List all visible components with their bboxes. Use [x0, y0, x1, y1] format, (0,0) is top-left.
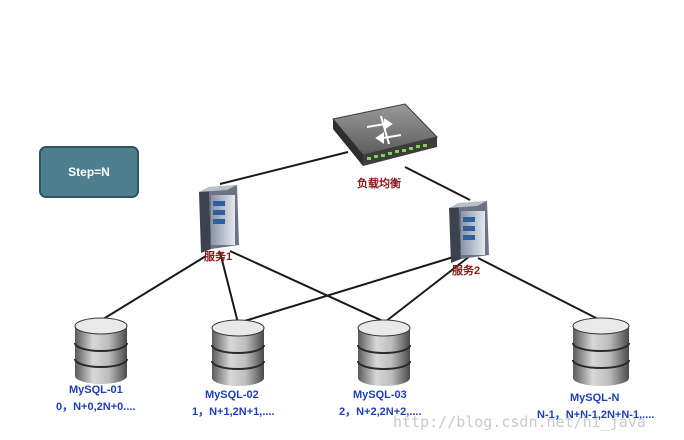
db3-sequence: 2，N+2,2N+2,.... [339, 406, 422, 418]
connectors [99, 151, 601, 324]
database-icon-3 [357, 319, 411, 386]
connector-server1-db1 [99, 255, 207, 322]
server2-label: 服务2 [452, 265, 481, 277]
server1-label: 服务1 [204, 251, 233, 263]
load-balancer-label: 负载均衡 [357, 178, 401, 190]
server-icon-2 [449, 201, 489, 263]
server-icon-1 [199, 185, 239, 253]
db2-name: MySQL-02 [205, 389, 259, 401]
watermark: http://blog.csdn.net/hi_java [393, 413, 646, 431]
db1-sequence: 0，N+0,2N+0.... [56, 401, 136, 413]
connector-server2-db2 [237, 254, 461, 324]
network-switch-icon [332, 103, 438, 166]
db1-name: MySQL-01 [69, 384, 123, 396]
database-icon-2 [211, 319, 265, 386]
db4-name: MySQL-N [570, 392, 620, 404]
db3-name: MySQL-03 [353, 389, 407, 401]
connector-lb-server2 [404, 166, 471, 201]
db2-sequence: 1，N+1,2N+1,.... [192, 406, 275, 418]
connector-server2-db4 [477, 257, 601, 321]
connector-server1-db3 [229, 250, 386, 323]
connector-server2-db3 [384, 255, 471, 323]
db4-sequence: N-1，N+N-1,2N+N-1,.... [537, 409, 655, 421]
connector-lb-server1 [219, 151, 349, 185]
step-box: Step=N [39, 146, 139, 198]
database-icon-4 [572, 317, 630, 386]
database-icon-1 [74, 317, 128, 384]
connector-server1-db2 [219, 251, 239, 324]
